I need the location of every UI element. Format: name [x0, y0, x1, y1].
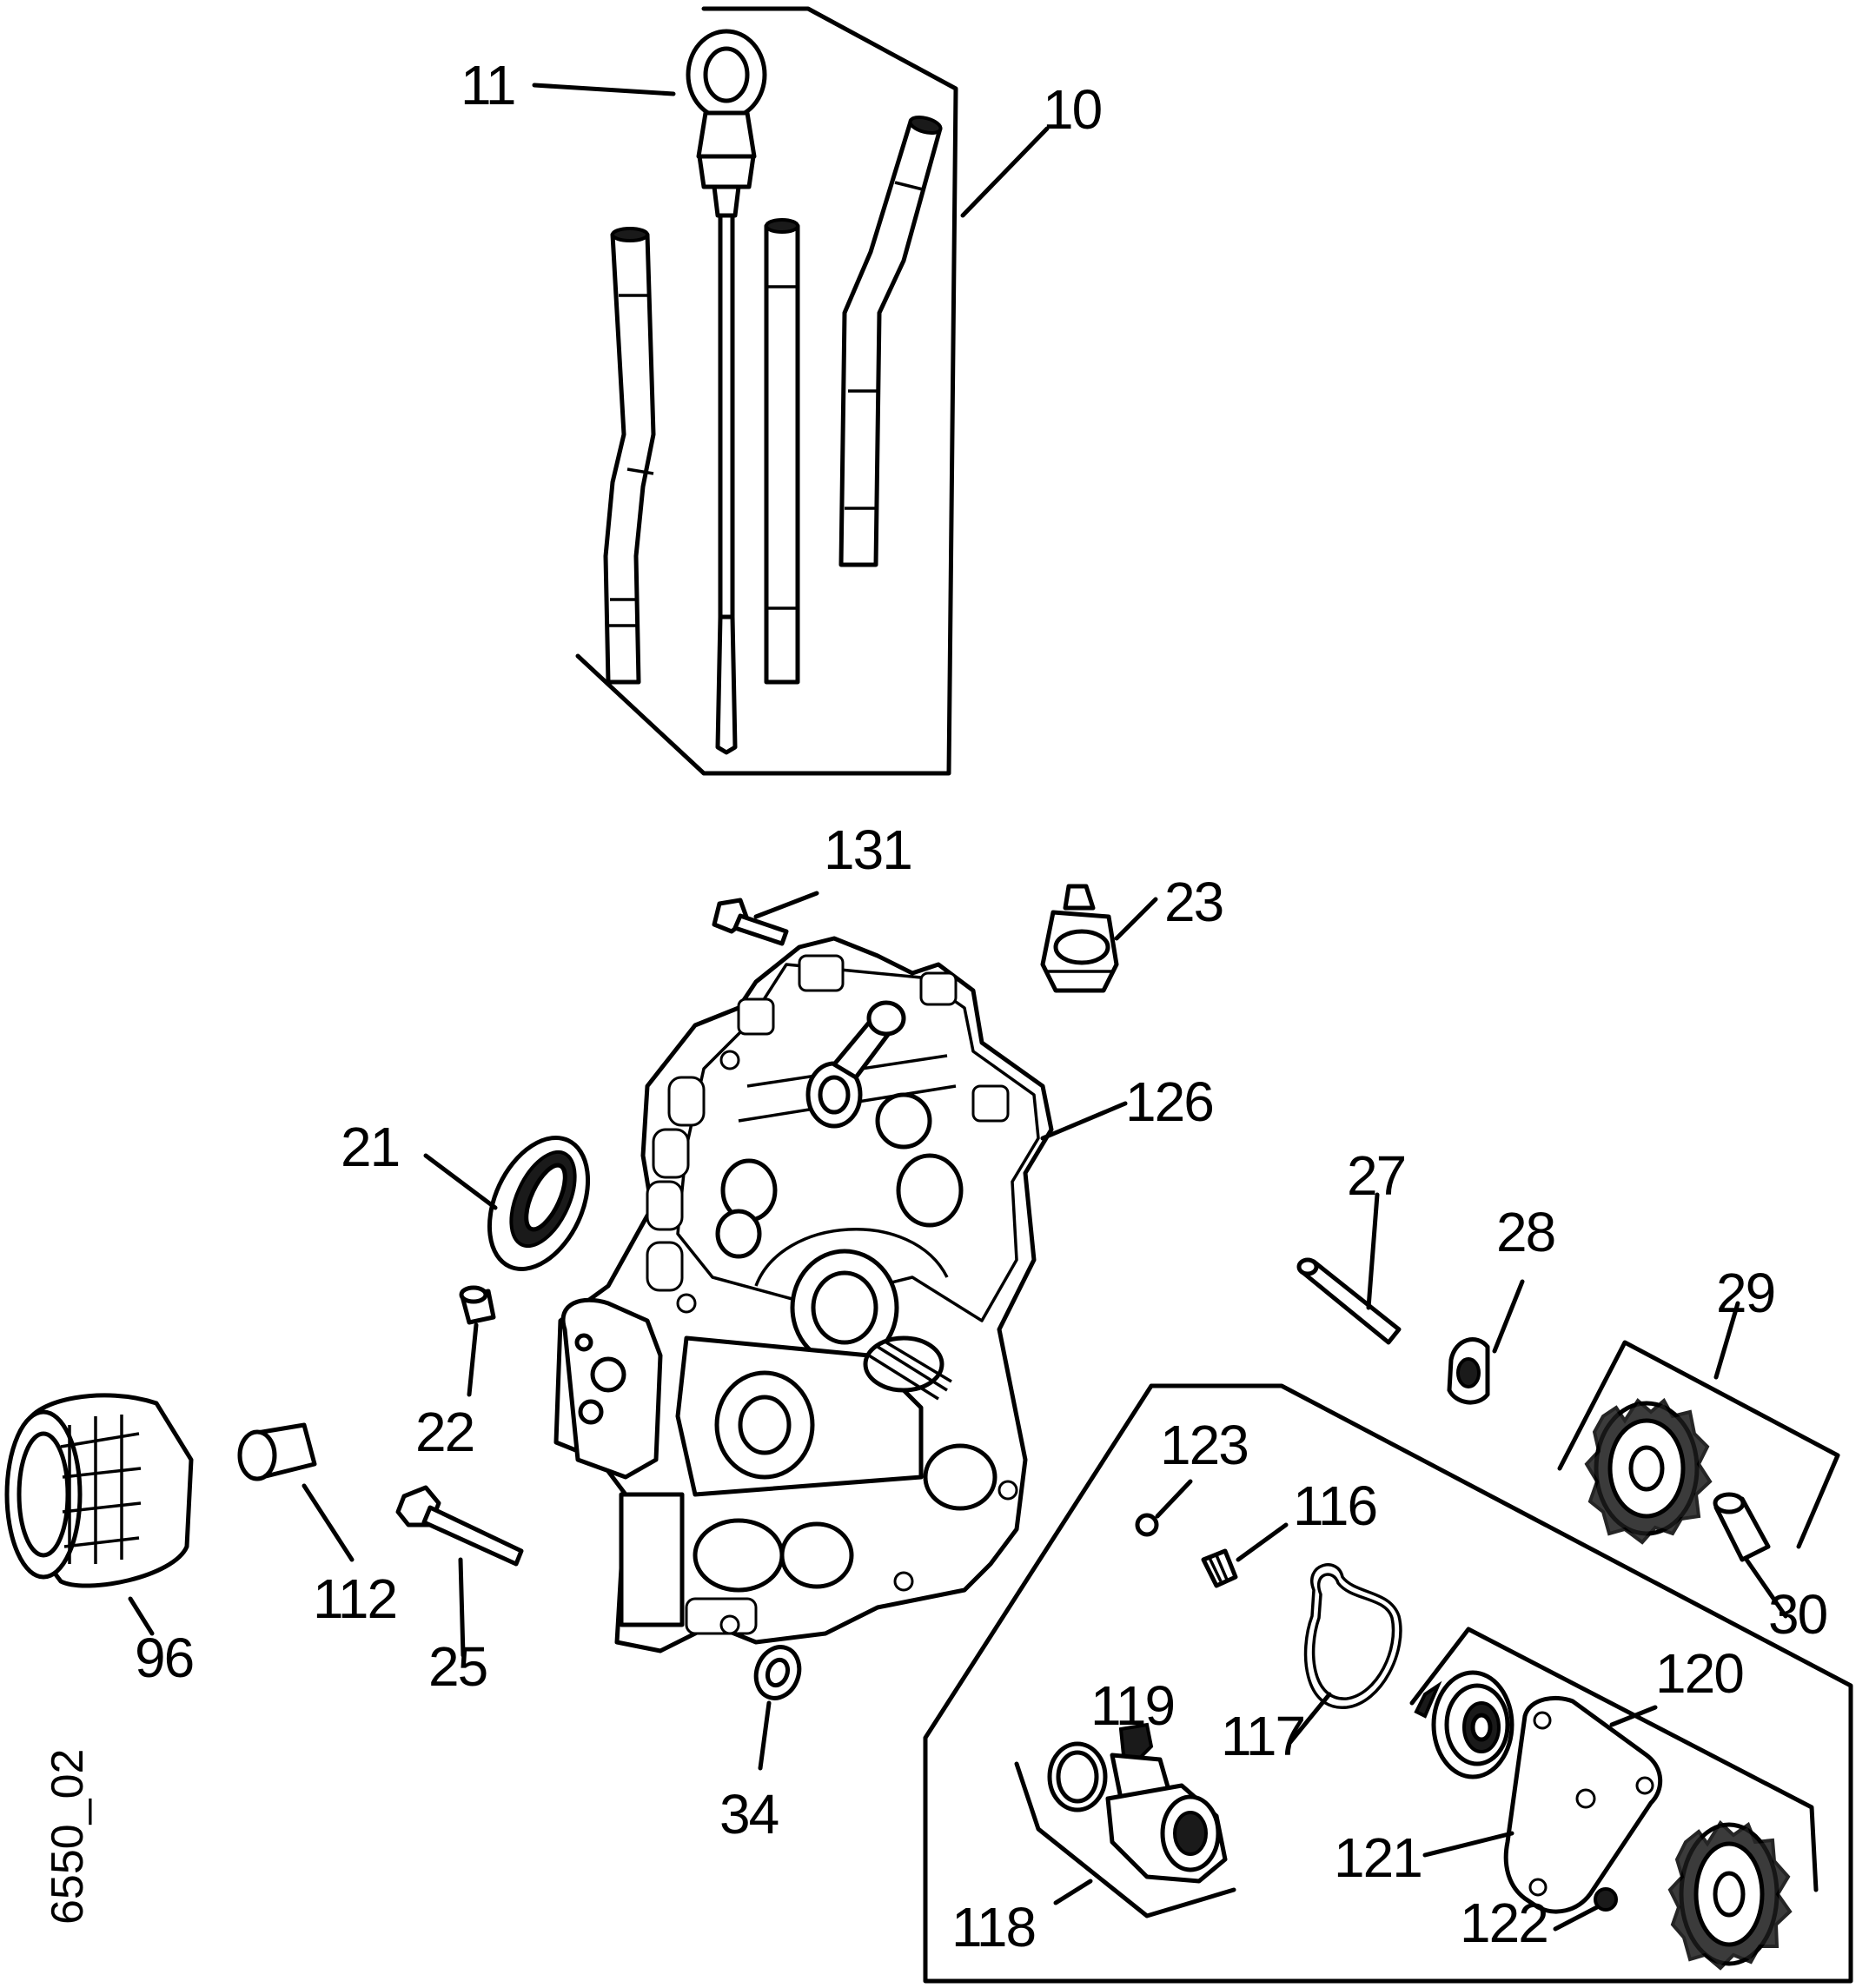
callout-21: 21 — [341, 1116, 399, 1178]
callout-118: 118 — [951, 1896, 1035, 1958]
leader-10 — [960, 126, 1050, 218]
gear-part-29 — [1584, 1397, 1713, 1545]
callout-112: 112 — [313, 1567, 396, 1630]
front-cover-casting — [553, 936, 1054, 1653]
spring-part-116 — [1201, 1522, 1289, 1588]
callout-28: 28 — [1496, 1201, 1554, 1263]
bushing-part-30 — [1713, 1492, 1788, 1619]
bolt-part-131 — [712, 891, 819, 946]
figure-code: 6550_02 — [43, 1749, 93, 1925]
callout-29: 29 — [1716, 1262, 1774, 1324]
callout-116: 116 — [1293, 1474, 1376, 1537]
callout-11: 11 — [461, 54, 514, 116]
bolt-part-25 — [395, 1485, 524, 1658]
callout-117: 117 — [1221, 1705, 1304, 1767]
leader-11 — [532, 83, 676, 96]
washer-part-34 — [753, 1645, 802, 1771]
oil-seal-part-21 — [423, 1135, 591, 1272]
group-bracket-10 — [575, 6, 958, 776]
callout-96: 96 — [135, 1627, 193, 1689]
callout-123: 123 — [1160, 1414, 1248, 1476]
callout-126: 126 — [1125, 1070, 1213, 1133]
o-ring-part-119 — [1047, 1741, 1108, 1812]
dipstick-tube-right — [838, 119, 943, 567]
callout-30: 30 — [1768, 1583, 1827, 1646]
rotor-group-120 — [1409, 1627, 1819, 1971]
pin-part-27 — [1296, 1192, 1402, 1345]
callout-23: 23 — [1164, 871, 1223, 933]
callout-10: 10 — [1043, 78, 1102, 141]
dipstick-tube-middle — [764, 223, 800, 685]
callout-121: 121 — [1334, 1826, 1422, 1889]
ball-part-123 — [1135, 1479, 1193, 1537]
cover-plate-part-121 — [1422, 1695, 1663, 1914]
dipstick-tube-left — [603, 232, 656, 685]
gear-group-29 — [1557, 1301, 1840, 1619]
pump-kit-group — [923, 1383, 1853, 1984]
screw-part-122 — [1553, 1887, 1618, 1932]
sensor-part-23 — [1040, 884, 1158, 993]
rotor-part-120 — [1414, 1670, 1514, 1779]
callout-122: 122 — [1460, 1892, 1548, 1954]
callout-131: 131 — [824, 818, 911, 881]
callout-27: 27 — [1347, 1144, 1405, 1207]
gasket-part-117 — [1288, 1563, 1402, 1745]
adapter-part-112 — [237, 1422, 355, 1562]
callout-25: 25 — [428, 1635, 487, 1698]
callout-34: 34 — [719, 1783, 779, 1846]
callout-120: 120 — [1655, 1642, 1743, 1705]
leader-126 — [1040, 1101, 1128, 1141]
oil-filter-part-96 — [4, 1393, 194, 1636]
dowel-part-22 — [459, 1285, 496, 1397]
callout-119: 119 — [1090, 1674, 1174, 1737]
dipstick-part-11 — [686, 29, 767, 755]
relief-valve-group-118 — [1014, 1722, 1236, 1918]
dipstick-group-10 — [575, 6, 958, 776]
callout-22: 22 — [415, 1401, 474, 1463]
clip-part-28 — [1447, 1279, 1525, 1405]
drive-gear-part — [1667, 1819, 1793, 1971]
